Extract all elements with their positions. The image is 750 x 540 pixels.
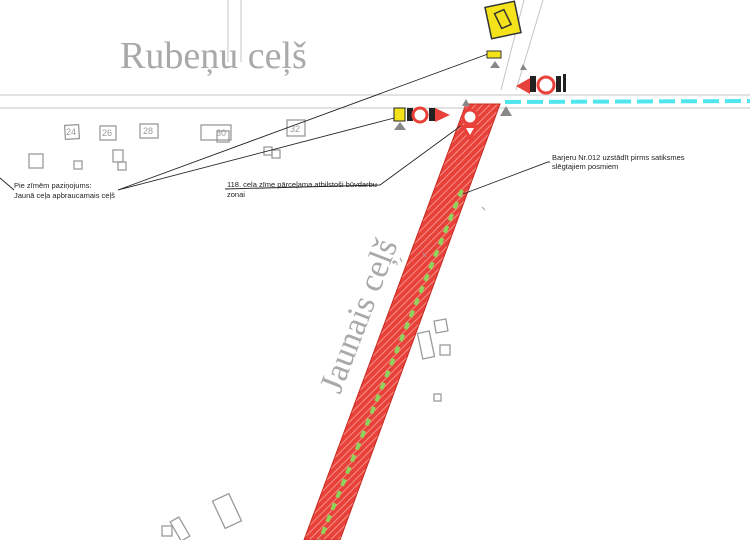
street-label-rubenu: Rubeņu ceļš — [120, 35, 307, 77]
sign118-text-line2: zonai — [227, 190, 245, 199]
sign118-text-line1: 118. ceļa zīme pārceļama atbilstoši būvd… — [227, 180, 377, 189]
road-signs-east[interactable] — [516, 64, 566, 95]
plot-number-32: 32 — [290, 124, 300, 134]
plot-number-24: 24 — [66, 127, 76, 137]
buildings — [28, 119, 486, 540]
plot-number-30: 30 — [216, 128, 226, 138]
leader-lines — [0, 53, 550, 195]
plot-numbers: 24 26 28 30 32 — [66, 124, 300, 138]
route-direction-arrows — [318, 189, 464, 540]
road-edges — [0, 0, 750, 109]
plot-number-28: 28 — [143, 126, 153, 136]
detour-route-line — [504, 99, 750, 104]
detour-sign-icon[interactable] — [484, 0, 522, 68]
barrier-text-line1: Barjeru Nr.012 uzstādīt pirms satiksmes — [552, 153, 685, 162]
closed-road-section — [303, 103, 501, 540]
barrier-text-line2: slēgtajiem posmiem — [552, 162, 618, 171]
road-signs-west[interactable] — [393, 106, 450, 130]
notice-text-line1: Pie zīmēm paziņojums: — [14, 181, 92, 190]
junction-signs[interactable] — [460, 99, 512, 141]
notice-text-line2: Jaunā ceļa apbraucamais ceļš — [14, 191, 115, 200]
plot-number-26: 26 — [102, 128, 112, 138]
